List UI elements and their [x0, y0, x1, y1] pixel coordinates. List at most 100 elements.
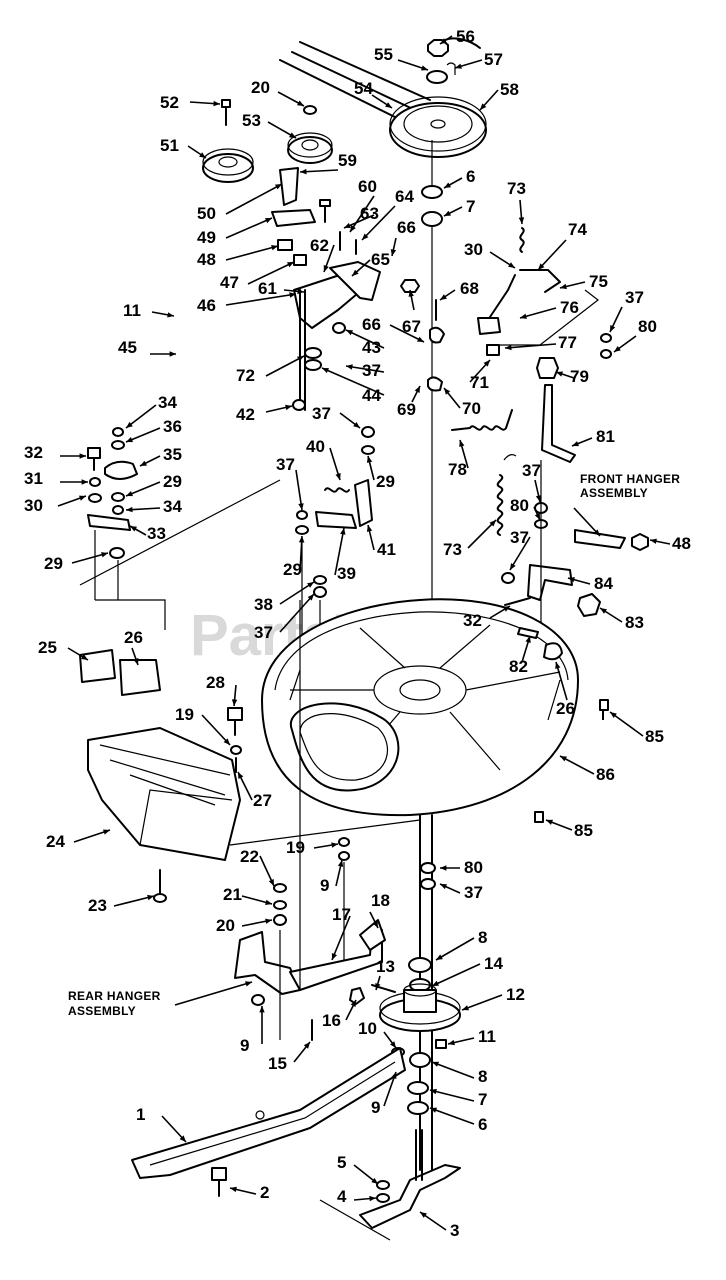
leader-arrowhead [610, 712, 617, 718]
leader-arrowhead [535, 495, 542, 502]
callout-48-front: 48 [672, 534, 691, 553]
leader-arrowhead [297, 288, 304, 295]
leader-arrowhead [335, 473, 341, 480]
guide-lines-b [94, 530, 166, 630]
leader-arrowhead [340, 528, 346, 535]
leader-arrowhead [79, 495, 86, 501]
cap-79 [536, 357, 559, 379]
leader-arrowhead [538, 263, 545, 270]
leader-arrowhead [420, 1212, 427, 1218]
leader-arrowhead [432, 1061, 439, 1067]
callout-41: 41 [377, 540, 396, 559]
leader-arrowhead [430, 1088, 437, 1095]
callout-52: 52 [160, 93, 179, 112]
nut-48-front [631, 533, 649, 551]
leader-line [467, 519, 497, 549]
leader-arrowhead [245, 981, 252, 987]
leader-arrowhead [546, 819, 553, 825]
spring-73-top [519, 227, 525, 253]
idler-bracket-46 [293, 261, 381, 329]
callout-37-e: 37 [522, 461, 541, 480]
leader-line [201, 714, 231, 746]
rear-hanger-label-line2: ASSEMBLY [68, 1004, 136, 1018]
leader-arrowhead [505, 344, 512, 351]
callout-22: 22 [240, 847, 259, 866]
callout-58: 58 [500, 80, 519, 99]
front-hanger [574, 529, 626, 549]
leader-arrowhead [593, 529, 600, 536]
leader-line [431, 963, 481, 987]
nut-37-front [501, 572, 515, 584]
bolt-85-bottom [534, 811, 544, 823]
callout-37-g: 37 [254, 623, 273, 642]
leader-line [295, 469, 303, 511]
callout-63: 63 [360, 204, 379, 223]
leader-arrowhead [350, 225, 356, 232]
callout-11-low: 11 [478, 1027, 496, 1046]
leader-arrowhead [366, 456, 373, 463]
leader-line [431, 1061, 475, 1079]
washer-29-left-mid [295, 525, 309, 535]
leader-arrowhead [455, 63, 462, 69]
leader-arrowhead [408, 290, 414, 297]
callout-80-b: 80 [510, 496, 529, 515]
leader-line [429, 1107, 475, 1125]
callout-66-mid: 66 [362, 315, 381, 334]
leader-line [555, 661, 568, 701]
leader-arrowhead [213, 100, 220, 107]
callout-32-left: 32 [24, 443, 43, 462]
leader-arrowhead [79, 453, 86, 459]
callout-10: 10 [358, 1019, 377, 1038]
leader-arrowhead [199, 152, 206, 158]
block-71 [486, 344, 500, 356]
leader-arrowhead [353, 422, 360, 428]
leader-arrowhead [303, 1042, 310, 1049]
spring-hook [503, 454, 517, 461]
callout-74: 74 [568, 220, 587, 239]
leader-arrowhead [480, 103, 487, 110]
leader-arrowhead [510, 563, 516, 570]
leader-arrowhead [81, 654, 88, 660]
leader-arrowhead [555, 662, 561, 669]
plate-25 [79, 649, 116, 683]
bolt-2 [211, 1167, 227, 1197]
callout-45: 45 [118, 338, 137, 357]
leader-arrowhead [556, 371, 563, 377]
callout-34-b: 34 [163, 497, 182, 516]
callout-38: 38 [254, 595, 273, 614]
washer-19-b [338, 837, 350, 847]
leader-arrowhead [375, 983, 381, 990]
bolt-52 [221, 99, 231, 126]
leader-arrowhead [650, 538, 657, 544]
bracket-49-50 [271, 167, 316, 227]
callout-72: 72 [236, 366, 255, 385]
clip-69 [427, 376, 443, 392]
leader-line [113, 895, 155, 907]
spring-73-mid [496, 474, 504, 536]
callout-4: 4 [337, 1187, 347, 1206]
nut-20-low [273, 914, 287, 926]
callout-17: 17 [332, 905, 351, 924]
spindle-housing-12 [379, 983, 461, 1032]
leader-arrowhead [444, 182, 451, 188]
leader-arrowhead [568, 577, 575, 583]
guide-lines-a [486, 289, 599, 346]
leader-arrowhead [133, 658, 139, 665]
leader-arrowhead [350, 1000, 356, 1007]
callout-46: 46 [197, 296, 216, 315]
nut-9-mid [338, 851, 350, 861]
callout-11-top: 11 [123, 301, 141, 320]
leader-arrowhead [179, 1135, 186, 1142]
leader-arrowhead [322, 368, 329, 374]
washer-72 [304, 347, 322, 359]
leader-arrows [57, 35, 671, 1231]
callout-73-mid: 73 [443, 540, 462, 559]
leader-line [225, 183, 283, 215]
callout-50: 50 [197, 204, 216, 223]
leader-arrowhead [337, 860, 344, 867]
callout-29-b: 29 [163, 472, 182, 491]
leader-arrowhead [103, 829, 110, 835]
leader-arrowhead [414, 386, 420, 393]
